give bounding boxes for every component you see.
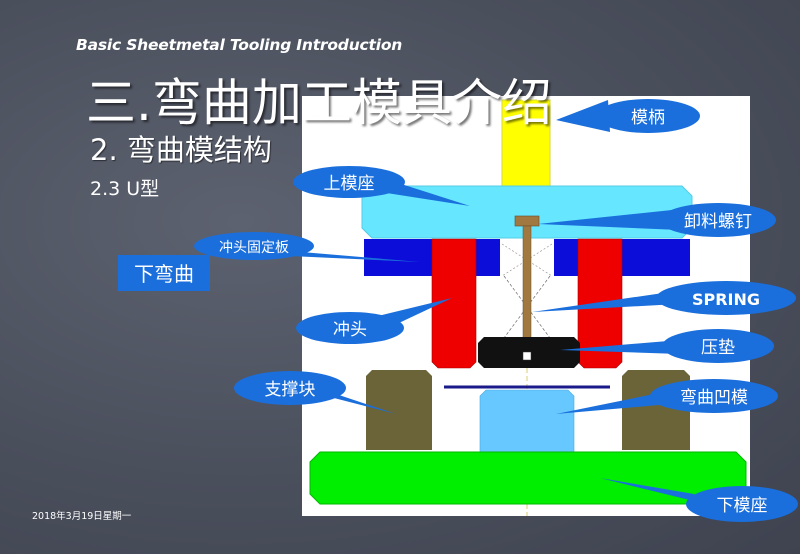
slide-section: 2.3 U型 — [90, 178, 160, 200]
callout-upper-die-seat: 上模座 — [293, 166, 470, 206]
callout-bend-die: 弯曲凹模 — [556, 379, 778, 414]
stripper-bolt-tip — [522, 351, 532, 361]
slide-subtitle: 2. 弯曲模结构 — [90, 133, 272, 167]
stripper-bolt-head — [514, 215, 540, 227]
callout-punch: 冲头 — [296, 298, 452, 344]
label-punch: 冲头 — [333, 320, 367, 340]
spring-line — [503, 275, 551, 339]
slide-header: Basic Sheetmetal Tooling Introduction — [76, 36, 403, 54]
label-stripper-bolt: 卸料螺钉 — [684, 212, 752, 232]
label-shank: 模柄 — [631, 108, 665, 128]
callout-support-block: 支撑块 — [234, 371, 396, 414]
slide-date: 2018年3月19日星期一 — [32, 511, 132, 522]
callout-lower-die-seat: 下模座 — [600, 478, 798, 522]
lower-bend-tag-label: 下弯曲 — [134, 262, 194, 286]
label-pressure-pad: 压垫 — [701, 338, 735, 358]
label-lower-die-seat: 下模座 — [717, 496, 768, 516]
punch-left — [431, 238, 477, 369]
slide-title: 三.弯曲加工模具介绍 — [86, 74, 552, 132]
label-support-block: 支撑块 — [265, 380, 316, 400]
callout-pressure-pad: 压垫 — [560, 329, 774, 363]
callout-punch-holder: 冲头固定板 — [194, 232, 420, 262]
label-bend-die: 弯曲凹模 — [680, 388, 748, 408]
callout-shank: 模柄 — [556, 99, 700, 133]
label-upper-die-seat: 上模座 — [324, 174, 375, 194]
lower-bend-tag — [118, 255, 210, 291]
support-block-left — [366, 370, 432, 450]
label-spring: SPRING — [692, 290, 760, 309]
stripper-bolt-shaft — [522, 225, 532, 355]
callout-stripper-bolt: 卸料螺钉 — [538, 203, 776, 237]
callout-spring: SPRING — [532, 281, 796, 315]
shank — [501, 99, 551, 187]
spring-line — [503, 275, 551, 339]
label-punch-holder: 冲头固定板 — [219, 240, 289, 256]
bend-die — [479, 389, 575, 453]
